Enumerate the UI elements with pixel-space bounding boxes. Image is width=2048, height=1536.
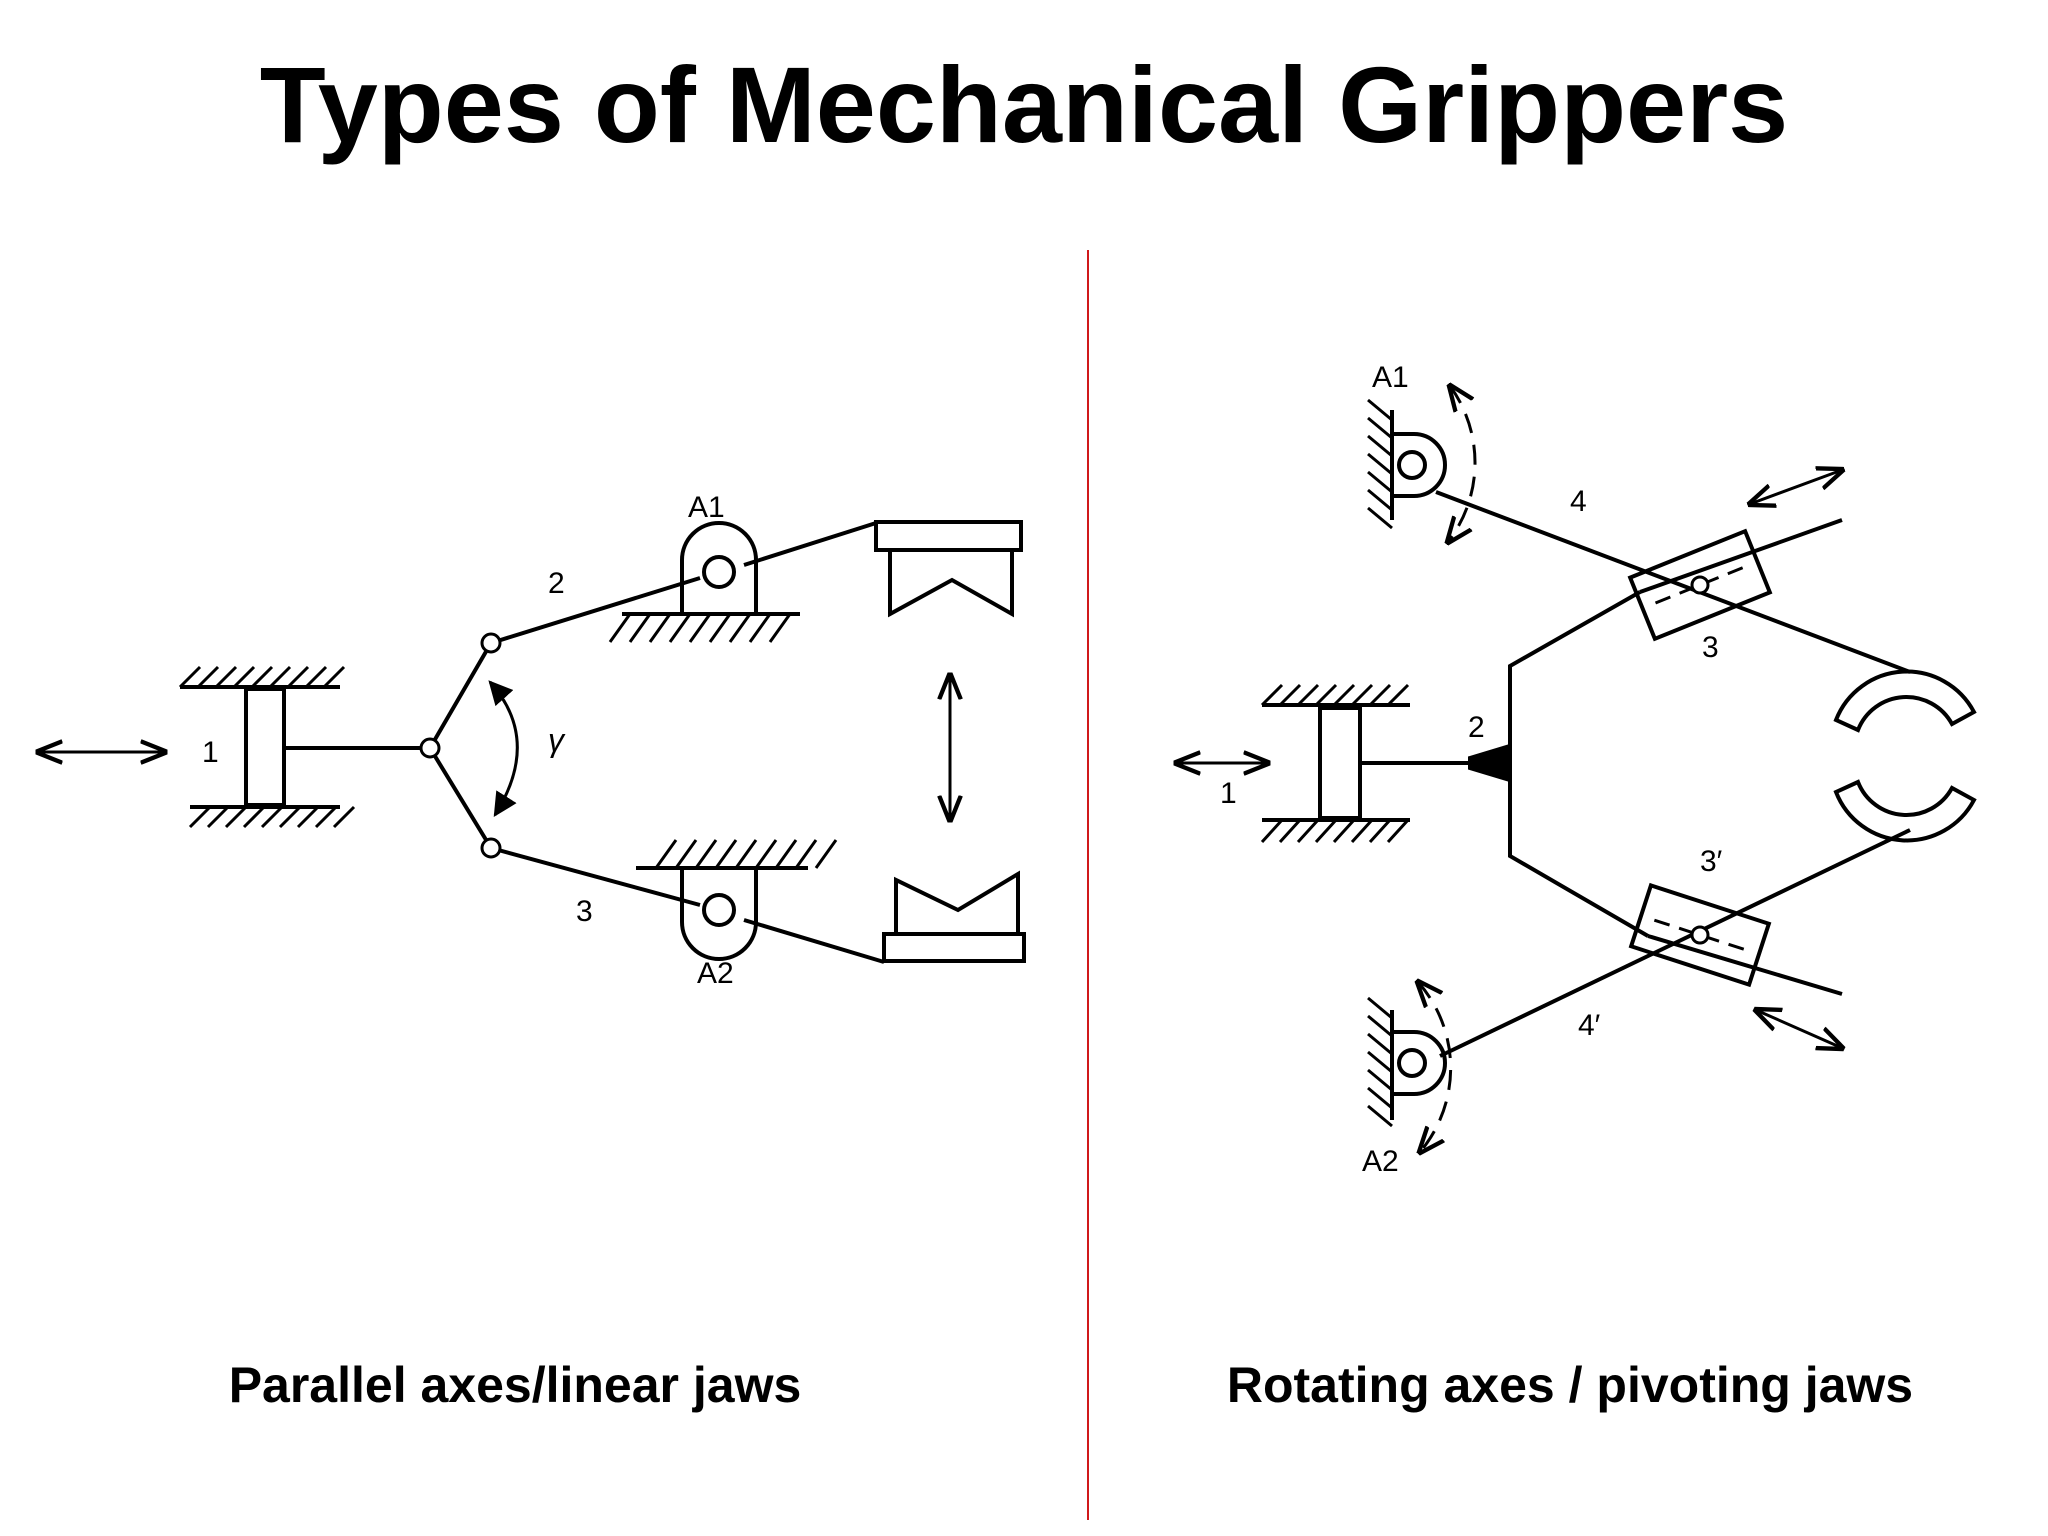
- label-piston-1: 1: [202, 736, 219, 769]
- rotation-arc-a1: [1448, 386, 1477, 542]
- label-gamma: γ: [548, 722, 566, 758]
- label-a1-right: A1: [1372, 361, 1409, 394]
- lower-jaw-v: [894, 870, 1020, 934]
- pivot-a2-pin: [702, 893, 736, 927]
- link-2-front: [490, 576, 701, 645]
- label-slider-3: 3: [1702, 631, 1719, 664]
- label-piston-1-right: 1: [1220, 777, 1237, 810]
- slider-3: [1627, 528, 1773, 642]
- label-lever-4-prime: 4′: [1578, 1009, 1601, 1042]
- jaw-upper-right: [1833, 669, 1977, 733]
- label-slider-3-prime: 3′: [1700, 845, 1723, 878]
- link-3-front: [490, 846, 701, 907]
- lever-4: [1435, 490, 1911, 674]
- pivot-a1-hatch: [608, 613, 792, 643]
- yoke-joint: [1468, 743, 1512, 783]
- slide-title: Types of Mechanical Grippers: [259, 44, 1789, 165]
- left-joints: [419, 632, 502, 859]
- label-link-2: 2: [548, 567, 565, 600]
- piston-body-right: [1318, 706, 1362, 820]
- link-3-rear: [743, 918, 885, 964]
- link-2-rear: [743, 521, 877, 567]
- label-a1: A1: [688, 491, 725, 524]
- toggle-link-lower: [428, 746, 493, 850]
- label-link-3: 3: [576, 895, 593, 928]
- pivot-a2-bracket-right: [1394, 1030, 1447, 1096]
- label-a2: A2: [697, 957, 734, 990]
- slider-rod-upper: [1639, 518, 1843, 594]
- lower-jaw-plate: [882, 932, 1026, 963]
- right-labels: 1 2 3 3′ 4 4′ A1 A2: [1220, 361, 1723, 1178]
- pivot-a1-pin-right: [1397, 450, 1427, 480]
- pivot-a2-hatch: [654, 839, 838, 869]
- slider-motion-lower: [1756, 1010, 1842, 1048]
- right-mechanism: [1176, 386, 1977, 1152]
- pivot-a2-bracket: [680, 870, 758, 961]
- slider-motion-upper: [1750, 470, 1842, 504]
- right-joints: [1690, 575, 1710, 945]
- left-mechanism: [38, 520, 1026, 964]
- slider-3-prime: [1628, 882, 1772, 988]
- hatch-top: [178, 665, 346, 689]
- left-labels: 1 2 3 A1 A2 γ: [202, 491, 734, 990]
- column-divider: [1087, 250, 1089, 1520]
- caption-pivoting-jaws: Rotating axes / pivoting jaws: [1226, 1357, 1914, 1413]
- yoke-2: [1508, 590, 1650, 938]
- pivot-a1-bracket: [680, 521, 758, 612]
- upper-jaw-plate: [874, 520, 1023, 552]
- jaw-lower-right: [1833, 779, 1977, 843]
- rotation-arc-a2: [1418, 982, 1453, 1152]
- pivot-a1-bracket-right: [1394, 432, 1447, 498]
- slider-rod-lower: [1647, 934, 1843, 996]
- lever-4-prime: [1439, 828, 1911, 1058]
- pivot-a1-pin: [702, 555, 736, 589]
- upper-jaw-v: [888, 550, 1014, 618]
- caption-parallel-jaws: Parallel axes/linear jaws: [228, 1357, 802, 1413]
- toggle-link-upper: [428, 641, 493, 750]
- label-yoke-2: 2: [1468, 711, 1485, 744]
- gamma-arc: [488, 680, 519, 818]
- pivot-a2-pin-right: [1397, 1048, 1427, 1078]
- label-a2-right: A2: [1362, 1145, 1399, 1178]
- label-lever-4: 4: [1570, 485, 1587, 518]
- hatch-bottom: [188, 805, 356, 829]
